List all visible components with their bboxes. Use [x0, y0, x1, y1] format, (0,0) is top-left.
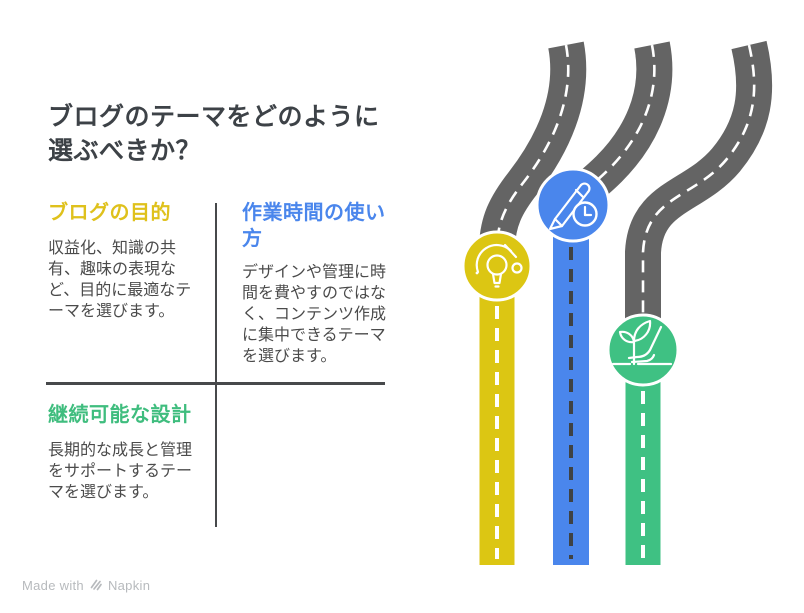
section-body-work-time: デザインや管理に時間を費やすのではなく、コンテンツ作成に集中できるテーマを選びま… [242, 264, 387, 365]
brand-label: Napkin [107, 577, 151, 593]
section-sustainable-design: 継続可能な設計 長期的な成長と管理をサポートするテーマを選びます。 [48, 402, 200, 503]
roads-group [479, 40, 773, 322]
napkin-logo-icon [90, 579, 102, 591]
lightbulb-cycle-icon [475, 243, 523, 288]
section-heading-work-time: 作業時間の使い方 [242, 202, 386, 250]
road-1-lane-dashes [495, 44, 570, 247]
section-body-sustainable-design: 長期的な成長と管理をサポートするテーマを選びます。 [48, 442, 193, 501]
badge-time [535, 167, 611, 243]
road-2 [560, 41, 673, 211]
colored-lanes-group [479, 205, 661, 565]
footer-credit: Made with Napkin [22, 577, 150, 593]
made-with-label: Made with [22, 577, 84, 593]
road-2-lane-dashes [574, 44, 656, 201]
road-3-lane-dashes [641, 44, 756, 322]
section-heading-sustainable-design: 継続可能な設計 [48, 404, 192, 426]
pencil-clock-icon [548, 182, 598, 231]
section-work-time: 作業時間の使い方 デザインや管理に時間を費やすのではなく、コンテンツ作成に集中で… [242, 200, 392, 367]
badge-sustain [606, 313, 680, 387]
grid-divider-horizontal [46, 382, 385, 385]
hand-plant-icon [611, 319, 673, 366]
section-body-blog-purpose: 収益化、知識の共有、趣味の表現など、目的に最適なテーマを選びます。 [48, 240, 192, 320]
section-heading-blog-purpose: ブログの目的 [48, 202, 171, 224]
badges-group [461, 167, 680, 387]
road-3 [625, 40, 773, 322]
road-1 [479, 41, 587, 248]
page-title: ブログのテーマをどのように 選ぶべきか？ [48, 103, 380, 165]
section-blog-purpose: ブログの目的 収益化、知識の共有、趣味の表現など、目的に最適なテーマを選びます。 [48, 200, 200, 322]
badge-purpose [461, 230, 533, 302]
grid-divider-vertical [215, 203, 217, 527]
